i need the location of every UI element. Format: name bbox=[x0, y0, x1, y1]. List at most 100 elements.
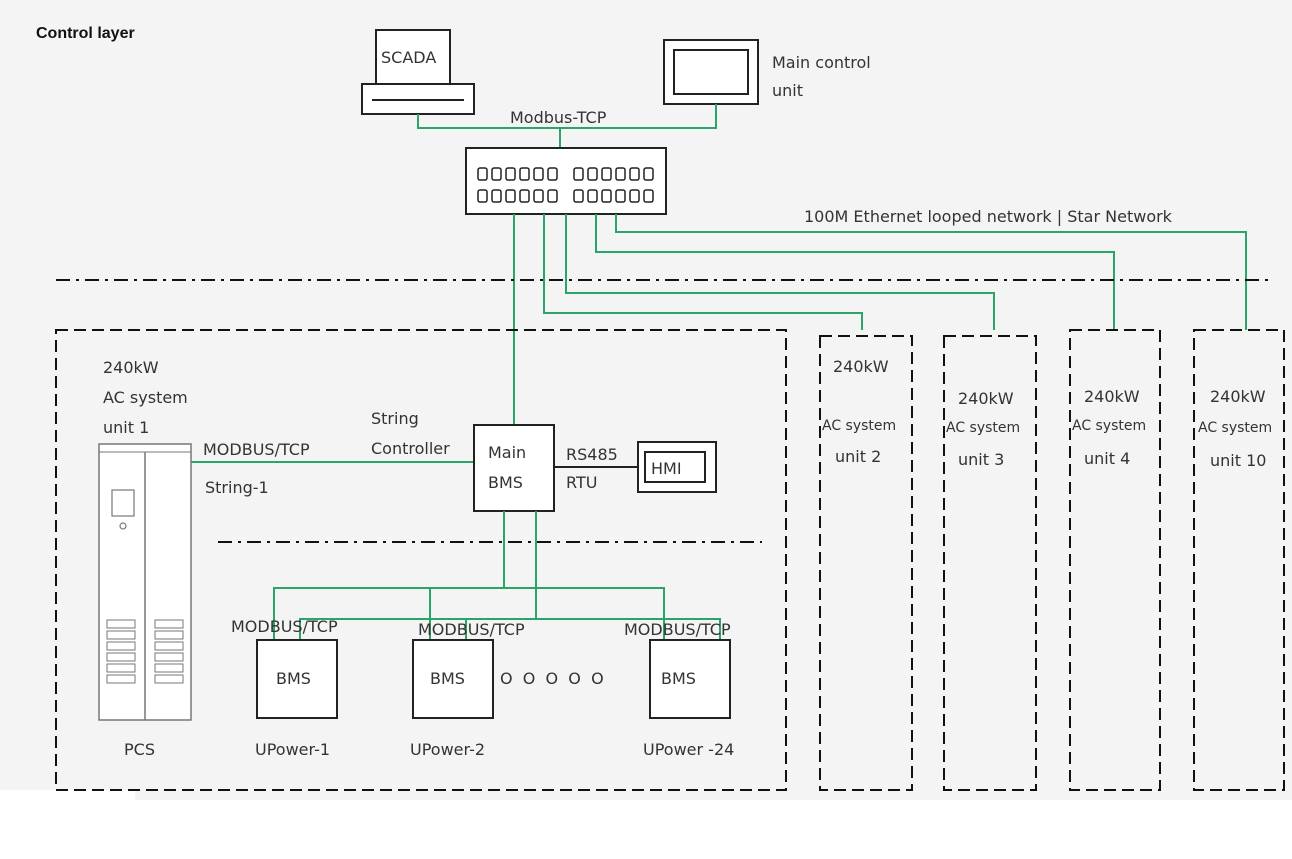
unit4-label-2: AC system bbox=[1072, 418, 1146, 434]
switch-port bbox=[477, 189, 488, 203]
unit4-label-1: 240kW bbox=[1084, 387, 1140, 406]
pcs-vent-slot bbox=[154, 619, 184, 629]
pcs-vent-slot bbox=[106, 630, 136, 640]
unit3-label-2: AC system bbox=[946, 420, 1020, 436]
unit3-label-3: unit 3 bbox=[958, 450, 1004, 469]
ethernet-network-label: 100M Ethernet looped network | Star Netw… bbox=[804, 207, 1173, 226]
pcs-label: PCS bbox=[124, 740, 155, 759]
bms-bus bbox=[273, 511, 721, 640]
bms2-protocol-label: MODBUS/TCP bbox=[418, 620, 525, 639]
switch-port bbox=[547, 189, 558, 203]
string1-label: String-1 bbox=[205, 478, 269, 497]
pcs-vent-slot bbox=[154, 630, 184, 640]
scada-label: SCADA bbox=[381, 48, 436, 67]
unit10-container: 240kW AC system unit 10 bbox=[1193, 329, 1285, 791]
unit1-modbus-label: MODBUS/TCP bbox=[203, 440, 310, 459]
unit10-label-1: 240kW bbox=[1210, 387, 1266, 406]
main-bms-box bbox=[473, 424, 555, 512]
hmi-icon bbox=[637, 441, 717, 493]
unit2-label-2: AC system bbox=[822, 418, 896, 434]
unit3-label-1: 240kW bbox=[958, 389, 1014, 408]
bms-ellipsis: O O O O O bbox=[500, 669, 604, 688]
switch-port bbox=[477, 167, 488, 181]
link-unit2 bbox=[543, 214, 863, 330]
switch-port bbox=[587, 167, 598, 181]
unit1-label-1: 240kW bbox=[103, 358, 159, 377]
rs485-label-2: RTU bbox=[566, 473, 597, 492]
unit2-label-1: 240kW bbox=[833, 357, 889, 376]
pcs-vent-slot bbox=[106, 674, 136, 684]
switch-port bbox=[519, 167, 530, 181]
switch-port bbox=[587, 189, 598, 203]
bms1-protocol-label: MODBUS/TCP bbox=[231, 617, 338, 636]
pcs-vent-slot bbox=[154, 652, 184, 662]
unit2-container: 240kW AC system unit 2 bbox=[819, 335, 913, 791]
rs485-label-1: RS485 bbox=[566, 445, 618, 464]
control-layer-title: Control layer bbox=[36, 25, 135, 42]
switch-port bbox=[615, 167, 626, 181]
switch-port bbox=[629, 189, 640, 203]
bms24-protocol-label: MODBUS/TCP bbox=[624, 620, 731, 639]
main-bms-label-1: Main bbox=[488, 443, 526, 462]
link-unit4 bbox=[595, 214, 1115, 330]
bms2-name: UPower-2 bbox=[410, 740, 485, 759]
switch-port bbox=[533, 189, 544, 203]
unit1-container bbox=[55, 329, 787, 791]
main-control-label-2: unit bbox=[772, 81, 803, 100]
switch-port bbox=[643, 189, 654, 203]
switch-port bbox=[629, 167, 640, 181]
switch-port bbox=[533, 167, 544, 181]
main-control-unit-icon bbox=[663, 39, 759, 105]
pcs-vent-slot bbox=[154, 663, 184, 673]
switch-port bbox=[615, 189, 626, 203]
unit10-label-2: AC system bbox=[1198, 420, 1272, 436]
pcs-vent-slot bbox=[106, 641, 136, 651]
switch-port bbox=[491, 167, 502, 181]
main-control-label-1: Main control bbox=[772, 53, 871, 72]
pcs-vent-slot bbox=[154, 674, 184, 684]
bms24-name: UPower -24 bbox=[643, 740, 734, 759]
switch-port bbox=[505, 167, 516, 181]
string-controller-label-1: String bbox=[371, 409, 419, 428]
bms1-label: BMS bbox=[276, 669, 311, 688]
switch-port bbox=[505, 189, 516, 203]
link-unit3 bbox=[565, 214, 995, 330]
bms-unit-1: MODBUS/TCP BMS UPower-1 bbox=[231, 617, 338, 759]
bms2-label: BMS bbox=[430, 669, 465, 688]
hmi-label: HMI bbox=[651, 459, 682, 478]
switch-port bbox=[601, 167, 612, 181]
bottom-band-notch bbox=[0, 790, 135, 802]
switch-port bbox=[643, 167, 654, 181]
unit2-label-3: unit 2 bbox=[835, 447, 881, 466]
bms-unit-24: MODBUS/TCP BMS UPower -24 bbox=[624, 620, 734, 759]
switch-port bbox=[519, 189, 530, 203]
pcs-vent-slot bbox=[154, 641, 184, 651]
pcs-cabinet-icon bbox=[98, 443, 192, 721]
modbus-tcp-link bbox=[417, 104, 717, 129]
scada-computer-icon: SCADA bbox=[361, 29, 475, 115]
switch-port bbox=[573, 189, 584, 203]
unit1-label-3: unit 1 bbox=[103, 418, 149, 437]
unit10-label-3: unit 10 bbox=[1210, 451, 1266, 470]
main-bms-label-2: BMS bbox=[488, 473, 523, 492]
switch-port bbox=[547, 167, 558, 181]
bms-unit-2: MODBUS/TCP BMS UPower-2 bbox=[410, 620, 525, 759]
switch-port bbox=[573, 167, 584, 181]
bms24-label: BMS bbox=[661, 669, 696, 688]
unit3-container: 240kW AC system unit 3 bbox=[943, 335, 1037, 791]
switch-port bbox=[491, 189, 502, 203]
pcs-vent-slot bbox=[106, 663, 136, 673]
string-controller-label-2: Controller bbox=[371, 439, 450, 458]
pcs-vent-slot bbox=[106, 619, 136, 629]
unit4-label-3: unit 4 bbox=[1084, 449, 1130, 468]
modbus-tcp-top-label: Modbus-TCP bbox=[510, 108, 607, 127]
pcs-vent-slot bbox=[106, 652, 136, 662]
bms1-name: UPower-1 bbox=[255, 740, 330, 759]
unit4-container: 240kW AC system unit 4 bbox=[1069, 329, 1161, 791]
switch-port bbox=[601, 189, 612, 203]
unit1-label-2: AC system bbox=[103, 388, 188, 407]
ethernet-switch-icon bbox=[465, 147, 667, 215]
bottom-band bbox=[0, 800, 1292, 859]
